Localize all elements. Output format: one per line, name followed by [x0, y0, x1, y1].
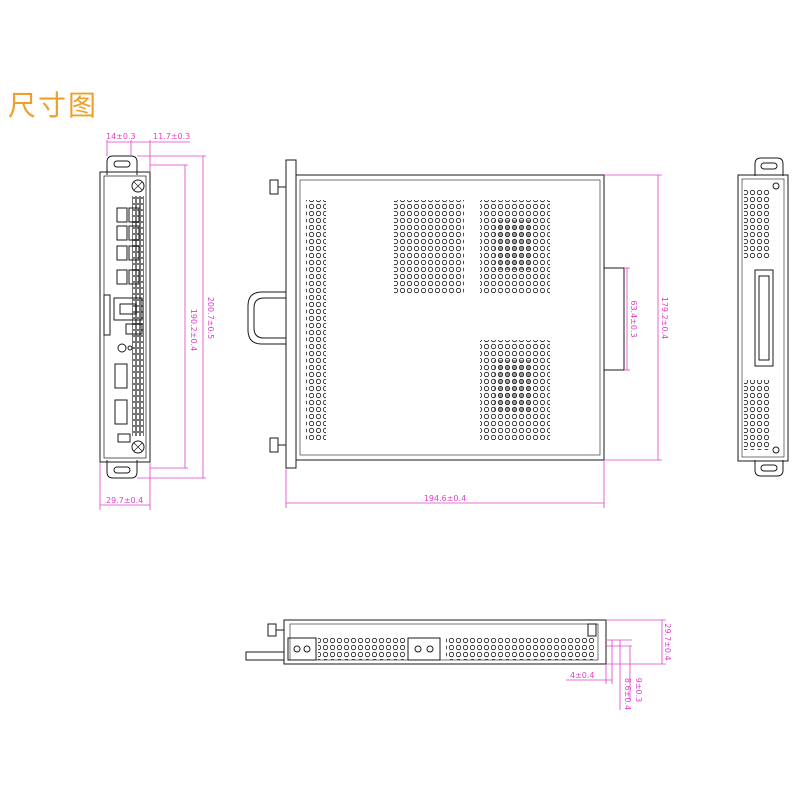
dim-top-tab-height: 63.4±0.3	[629, 300, 638, 337]
dim-side-offset-4: 4±0.4	[570, 671, 595, 680]
top-view	[247, 159, 625, 469]
front-top-screw	[131, 179, 145, 193]
audio-jack	[117, 343, 127, 353]
side-screw	[267, 623, 277, 637]
dim-top-height: 179.2±0.4	[660, 297, 669, 339]
dim-front-outer-height: 200.7±0.5	[206, 297, 215, 339]
hdmi-port	[114, 399, 128, 425]
front-view	[99, 155, 151, 479]
front-top-ear-slot	[113, 160, 131, 168]
front-side-slot	[103, 294, 111, 336]
page-title: 尺寸图	[8, 89, 99, 122]
front-body	[99, 171, 151, 463]
dim-side-height: 29.7±0.4	[663, 623, 672, 660]
top-front-plate	[285, 159, 297, 469]
top-dimensions	[285, 174, 662, 508]
side-body	[283, 619, 607, 665]
dim-side-offset-8: 8.6±0.4	[623, 678, 632, 710]
side-left-module	[287, 637, 317, 661]
top-right-tab	[603, 267, 625, 371]
dim-side-offset-9: 9±0.3	[634, 678, 643, 703]
dim-front-offset-left: 14±0.3	[106, 132, 136, 141]
side-dimensions	[566, 619, 666, 710]
front-button	[117, 433, 131, 443]
front-dimensions	[99, 140, 206, 510]
thumbscrew	[269, 179, 279, 195]
usb-port	[116, 225, 128, 241]
thumbscrew	[269, 437, 279, 453]
rear-body	[737, 174, 789, 462]
handle	[247, 291, 286, 345]
rear-view	[737, 157, 789, 477]
rear-bottom-ear	[754, 460, 784, 477]
dim-front-inner-height: 190.2±0.4	[189, 309, 198, 351]
side-screw	[587, 623, 597, 637]
rear-top-ear	[754, 157, 784, 176]
side-view	[245, 619, 607, 665]
side-middle-module	[407, 637, 441, 661]
dim-front-width: 29.7±0.4	[106, 496, 143, 505]
side-handle	[245, 651, 285, 661]
display-port	[114, 363, 128, 389]
dim-front-offset-right: 11.7±0.3	[153, 132, 190, 141]
usb-port	[116, 269, 128, 285]
front-bottom-ear-slot	[113, 466, 131, 474]
front-bottom-ear	[106, 460, 138, 479]
front-bottom-screw	[131, 440, 145, 454]
front-top-ear	[106, 155, 138, 175]
rear-connector	[754, 269, 774, 367]
usb-port	[116, 245, 128, 261]
usb-port	[116, 207, 128, 223]
dim-top-width: 194.6±0.4	[424, 494, 466, 503]
